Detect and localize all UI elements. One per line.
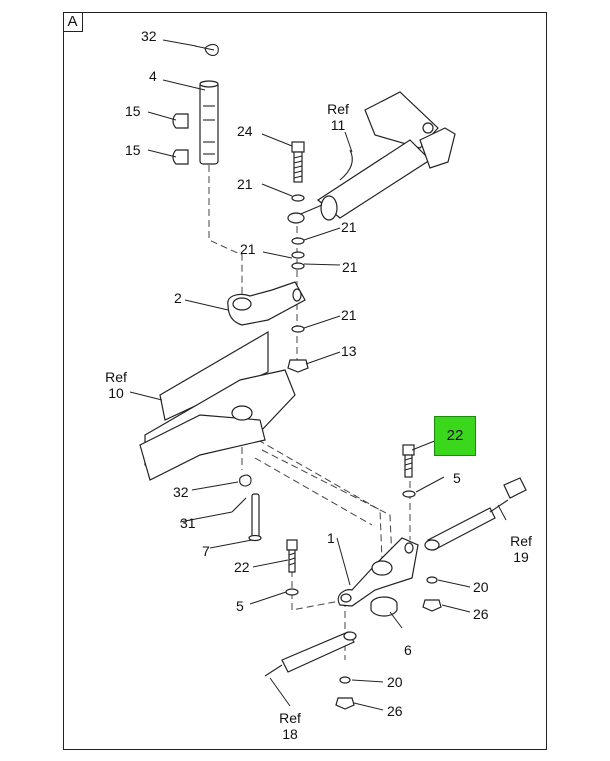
key-15-lower	[172, 149, 189, 165]
key-15-upper	[172, 113, 189, 129]
callout-21-d[interactable]: 21	[342, 259, 358, 275]
callout-26-bottom[interactable]: 26	[387, 703, 403, 719]
bolt-24	[291, 141, 305, 183]
clip-31	[231, 497, 247, 513]
callout-31[interactable]: 31	[180, 515, 196, 531]
pin-7	[248, 493, 262, 542]
ref-number: 10	[108, 385, 124, 401]
highlighted-callout-22[interactable]: 22	[434, 416, 476, 456]
callout-5-left[interactable]: 5	[236, 598, 244, 614]
lever-1	[337, 537, 419, 607]
ref-callout-18[interactable]: Ref 18	[276, 710, 304, 742]
bolt-22-left	[285, 539, 299, 596]
callout-24[interactable]: 24	[237, 123, 253, 139]
callout-32-top[interactable]: 32	[141, 28, 157, 44]
ref-callout-19[interactable]: Ref 19	[507, 533, 535, 565]
fasteners-right	[422, 576, 442, 612]
ref-word: Ref	[105, 369, 127, 385]
bolt-22-right	[402, 444, 416, 498]
drawing-frame	[63, 12, 547, 750]
callout-20-right[interactable]: 20	[473, 579, 489, 595]
cotter-pin-top	[194, 43, 219, 57]
ref-word: Ref	[510, 533, 532, 549]
bracket-2	[227, 281, 306, 326]
callout-5-right[interactable]: 5	[453, 470, 461, 486]
ref-number: 18	[282, 726, 298, 742]
callout-4[interactable]: 4	[149, 68, 157, 84]
leader-lines	[129, 39, 507, 711]
callout-21-e[interactable]: 21	[341, 307, 357, 323]
callout-20-bottom[interactable]: 20	[387, 674, 403, 690]
callout-32-mid[interactable]: 32	[173, 484, 189, 500]
ref-word: Ref	[279, 710, 301, 726]
support-frame	[139, 330, 296, 481]
rod-18	[264, 631, 357, 677]
callout-21-a[interactable]: 21	[237, 176, 253, 192]
callout-1[interactable]: 1	[327, 530, 335, 546]
callout-7[interactable]: 7	[202, 543, 210, 559]
ref-number: 19	[513, 549, 529, 565]
nut-13	[287, 359, 309, 373]
cotter-pin-mid	[239, 474, 252, 487]
callout-13[interactable]: 13	[341, 343, 357, 359]
callout-15-upper[interactable]: 15	[125, 103, 141, 119]
pin-4	[199, 80, 219, 165]
callout-22-left[interactable]: 22	[234, 559, 250, 575]
ref-callout-10[interactable]: Ref 10	[102, 369, 130, 401]
ref-word: Ref	[327, 101, 349, 117]
ref-number: 11	[330, 117, 346, 133]
fasteners-bottom	[335, 676, 355, 710]
callout-15-lower[interactable]: 15	[125, 142, 141, 158]
callout-26-right[interactable]: 26	[473, 606, 489, 622]
callout-6[interactable]: 6	[404, 642, 412, 658]
ref-callout-11[interactable]: Ref 11	[324, 101, 352, 133]
callout-2[interactable]: 2	[174, 290, 182, 306]
callout-21-b[interactable]: 21	[341, 219, 357, 235]
washers-21	[291, 194, 305, 333]
callout-21-c[interactable]: 21	[240, 241, 256, 257]
actuator-cylinder	[287, 91, 456, 224]
view-label: A	[63, 12, 83, 32]
